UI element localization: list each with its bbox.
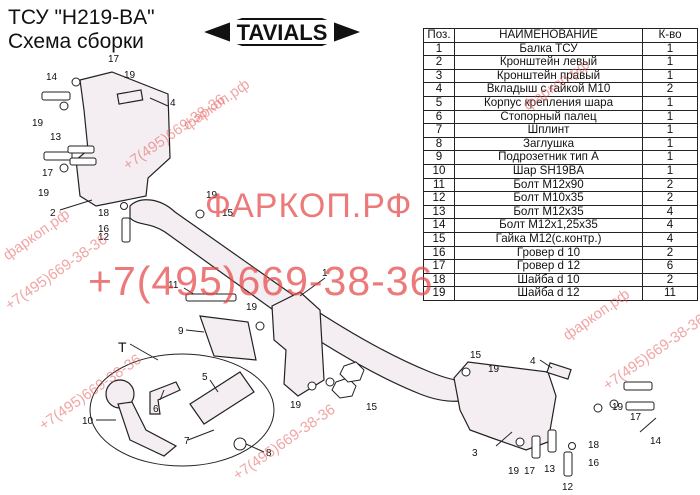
callout-12-left: 12 — [98, 232, 110, 243]
row-qty: 11 — [642, 286, 698, 301]
left-bracket — [75, 71, 171, 207]
bolt-13-right-b — [531, 435, 541, 459]
callout-18-left: 18 — [98, 208, 110, 219]
callout-13-right: 13 — [544, 464, 556, 475]
bolt-13-a — [67, 145, 95, 154]
row-pos: 10 — [423, 163, 455, 179]
row-name: Шайба d 12 — [454, 286, 643, 301]
callout-4-left: 4 — [170, 98, 176, 109]
callout-8: 8 — [266, 448, 272, 459]
callout-17-a: 17 — [108, 54, 120, 65]
bolt-13-b — [69, 157, 97, 166]
callout-1: 1 — [322, 268, 328, 279]
insert-right — [546, 362, 572, 380]
callout-10: 10 — [82, 416, 94, 427]
callout-t-group: T — [118, 339, 127, 355]
callout-11: 11 — [168, 280, 179, 291]
callout-3: 3 — [472, 448, 478, 459]
parts-table-header: Поз. НАИМЕНОВАНИЕ К-во — [423, 28, 698, 43]
row-pos: 16 — [423, 245, 455, 261]
row-pos: 17 — [423, 259, 455, 274]
callout-17-c: 17 — [630, 412, 642, 423]
callout-2: 2 — [50, 208, 56, 219]
callout-7: 7 — [184, 436, 190, 447]
row-name: Болт М10х35 — [454, 191, 643, 206]
callout-6: 6 — [153, 404, 159, 415]
row-qty: 1 — [642, 123, 698, 138]
ball-neck — [117, 401, 178, 457]
row-pos: 13 — [423, 204, 455, 220]
bolt-12-left — [121, 217, 131, 243]
socket-plate — [199, 315, 257, 361]
callout-19-d: 19 — [206, 190, 218, 201]
callout-19-e: 19 — [246, 302, 258, 313]
bolt-14-a — [41, 91, 71, 101]
callout-14-right: 14 — [650, 436, 662, 447]
row-name: Кронштейн левый — [454, 55, 643, 70]
col-pos: Поз. — [423, 28, 455, 43]
callout-18-right: 18 — [588, 440, 600, 451]
row-pos: 14 — [423, 218, 455, 233]
callout-9: 9 — [178, 326, 184, 337]
bolt-14-right-a — [623, 381, 653, 391]
row-name: Кронштейн правый — [454, 68, 643, 84]
callout-16-left: 16 — [98, 224, 110, 235]
center-bracket — [271, 291, 325, 397]
row-name: Шайба d 10 — [454, 272, 643, 288]
bolt-13-right-a — [547, 429, 557, 453]
right-bracket — [453, 361, 557, 451]
title-subtitle: Схема сборки — [8, 30, 144, 53]
t-group-outline — [89, 353, 275, 467]
callout-19-h: 19 — [612, 402, 624, 413]
callout-19-c: 19 — [38, 188, 50, 199]
row-name: Гровер d 12 — [454, 259, 643, 274]
bolt-14-b — [43, 151, 73, 161]
callout-19-f: 19 — [290, 400, 302, 411]
logo-text: TAVIALS — [237, 20, 328, 45]
callout-17-d: 17 — [524, 466, 536, 477]
bolt-12-right — [563, 451, 573, 477]
row-pos: 18 — [423, 272, 455, 288]
callout-19-i: 19 — [508, 466, 520, 477]
callout-19-b: 19 — [32, 118, 44, 129]
lock-pin — [149, 381, 181, 415]
callout-5: 5 — [202, 372, 208, 383]
t-leader — [129, 343, 159, 361]
callout-19-a: 19 — [124, 70, 136, 81]
callout-15-a: 15 — [222, 208, 234, 219]
bolt-11 — [185, 293, 237, 302]
callout-15-c: 15 — [470, 350, 482, 361]
diagram-title: ТСУ "H219-BA" Схема сборки — [8, 6, 155, 54]
callout-17-b: 17 — [42, 168, 54, 179]
callout-15-b: 15 — [366, 402, 378, 413]
insert-left — [116, 89, 144, 105]
callout-19-g: 19 — [488, 364, 500, 375]
callout-13-left: 13 — [50, 132, 62, 143]
callout-14-left: 14 — [46, 72, 58, 83]
callout-4-right: 4 — [530, 356, 536, 367]
row-pos: 19 — [423, 286, 455, 301]
brand-logo: TAVIALS — [204, 18, 360, 46]
callout-16-right: 16 — [588, 458, 600, 469]
bolt-14-right-b — [625, 401, 655, 411]
title-model: ТСУ "H219-BA" — [8, 6, 155, 29]
ball-housing — [189, 371, 255, 425]
callout-12-right: 12 — [562, 482, 574, 493]
